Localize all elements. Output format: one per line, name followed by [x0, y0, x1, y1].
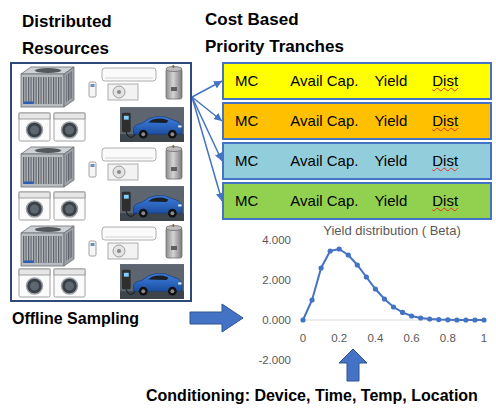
tranche-field: Yield — [374, 192, 407, 210]
axis-tick-label: 2.000 — [262, 273, 291, 287]
mini-split-icon — [89, 148, 156, 180]
chart-title: Yield distribution ( Beta) — [323, 223, 461, 239]
condition-note: Conditioning: Device, Time, Temp, Locati… — [146, 386, 492, 405]
tranche-field: Avail Cap. — [290, 72, 358, 90]
axis-tick-label: 0.000 — [262, 313, 291, 327]
connector-arrow — [192, 97, 222, 121]
washer-dryer-icon — [19, 192, 85, 220]
axis-tick-label: 0.2 — [331, 331, 347, 345]
tranche-field: MC — [235, 72, 258, 90]
tranche-field: Avail Cap. — [290, 192, 358, 210]
appliance-icons — [19, 65, 184, 299]
water-heater-icon — [166, 145, 182, 179]
tranche-box: MC Avail Cap. Yield Dist — [222, 102, 492, 140]
axis-tick-label: 0.8 — [440, 331, 456, 345]
block-arrow-right — [190, 304, 243, 332]
axis-tick-label: 4.000 — [262, 233, 291, 247]
mini-split-icon — [89, 68, 156, 100]
axis-tick-label: 0.6 — [404, 331, 420, 345]
column-heading: Cost Based Priority Tranches — [205, 6, 355, 60]
tranche-field: Dist — [432, 152, 458, 170]
water-heater-icon — [166, 65, 182, 99]
tranche-field: Yield — [374, 112, 407, 130]
mini-split-icon — [89, 227, 156, 259]
connector-arrow — [192, 81, 222, 97]
ev-car-icon — [120, 107, 184, 142]
beta-curve — [303, 249, 484, 320]
process-label: Offline Sampling — [12, 309, 139, 328]
group-heading: Distributed Resources — [22, 8, 172, 62]
resource-group-box: Distributed Resources — [10, 62, 192, 302]
connector-arrow — [192, 97, 222, 201]
tranche-box: MC Avail Cap. Yield Dist — [222, 142, 492, 180]
yield-chart — [300, 246, 486, 322]
washer-dryer-icon — [19, 113, 85, 141]
tranche-field: MC — [235, 112, 258, 130]
axis-tick-label: -2.000 — [258, 353, 291, 367]
tranche-field: Dist — [432, 72, 458, 90]
ev-car-icon — [120, 186, 184, 221]
axis-tick-label: 0.4 — [367, 331, 383, 345]
tranche-field: MC — [235, 192, 258, 210]
ac-unit-icon — [21, 226, 74, 266]
tranche-field: Dist — [432, 112, 458, 130]
tranche-field: Yield — [374, 72, 407, 90]
tranche-field: MC — [235, 152, 258, 170]
water-heater-icon — [166, 224, 182, 258]
ev-car-icon — [120, 264, 184, 299]
tranche-field: Avail Cap. — [290, 112, 358, 130]
washer-dryer-icon — [19, 269, 85, 297]
ac-unit-icon — [21, 67, 74, 107]
axis-tick-label: 0 — [300, 331, 306, 345]
ac-unit-icon — [21, 147, 74, 187]
tranche-box: MC Avail Cap. Yield Dist — [222, 182, 492, 220]
curve-markers — [300, 246, 486, 322]
block-arrow-up — [339, 349, 367, 381]
axis-tick-label: 1 — [481, 331, 487, 345]
tranche-field: Yield — [374, 152, 407, 170]
tranche-box: MC Avail Cap. Yield Dist — [222, 62, 492, 100]
tranche-field: Avail Cap. — [290, 152, 358, 170]
tranche-field: Dist — [432, 192, 458, 210]
